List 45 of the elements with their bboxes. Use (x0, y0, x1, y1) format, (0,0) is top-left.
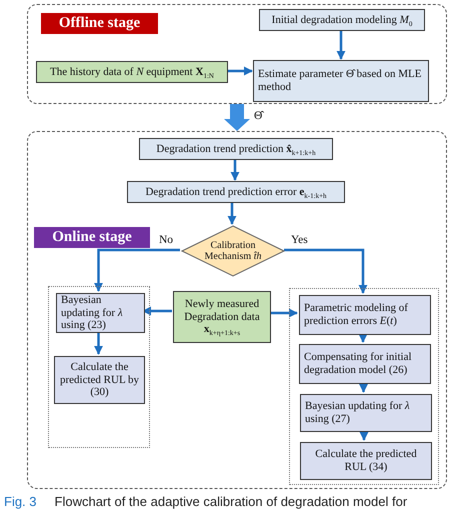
dotted-group-box (289, 288, 439, 485)
decision-diamond: Calibration Mechanism t̂h (181, 225, 285, 277)
arrow (336, 30, 346, 60)
stage-container (27, 4, 447, 104)
figure-caption: Flowchart of the adaptive calibration of degradation model for (54, 494, 408, 509)
box-text: Compensating for initial degradation model (26) (304, 351, 413, 377)
arrow (284, 248, 368, 294)
box-text: x$_{k+η+1:k+s}$ (202, 323, 242, 336)
stage-heading: Offline stage (41, 13, 158, 34)
thick-arrow (224, 104, 250, 131)
figure-number: Fig. 3 (4, 494, 37, 509)
process-box (253, 60, 429, 102)
arrow (228, 202, 236, 225)
process-box (299, 344, 431, 384)
box-text: Calculate the predicted RUL (34) (314, 448, 418, 474)
process-box (173, 291, 271, 343)
arrow (270, 308, 298, 318)
box-text: Bayesian updating for λ using (27) (305, 400, 411, 426)
arrow (227, 66, 253, 76)
edge-label: Θ̂ (253, 110, 264, 122)
box-text: Bayesian updating for λ using (23) (61, 294, 124, 332)
arrow (94, 248, 180, 292)
stage-container (27, 131, 447, 489)
process-box (299, 295, 431, 335)
arrow (358, 333, 368, 343)
arrow (360, 430, 368, 441)
box-text: The history data of N equipment X$_{1:N}$ (49, 66, 215, 78)
dotted-group-box (48, 286, 150, 448)
box-text: Initial degradation modeling M$_{0}$ (270, 14, 414, 26)
box-text: Parametric modeling of prediction errors E(t) (304, 302, 409, 328)
box-text: Calculate the predicted RUL by (30) (59, 361, 140, 399)
arrow (94, 331, 103, 355)
process-box (127, 181, 345, 203)
process-box (139, 138, 333, 160)
box-text: Degradation trend prediction error e$_{k-1:k+h}$ (144, 186, 328, 198)
process-box (36, 61, 228, 83)
process-box (300, 394, 432, 432)
box-text: Degradation trend prediction x̂$_{k+1:k+h}$ (155, 142, 317, 156)
process-box (56, 293, 145, 333)
process-box (259, 9, 425, 31)
arrow (230, 159, 240, 181)
stage-heading: Online stage (34, 227, 150, 248)
arrow (359, 382, 368, 393)
process-box (300, 442, 432, 480)
box-text: Estimate parameter Θ̂ based on MLE method (258, 68, 422, 94)
